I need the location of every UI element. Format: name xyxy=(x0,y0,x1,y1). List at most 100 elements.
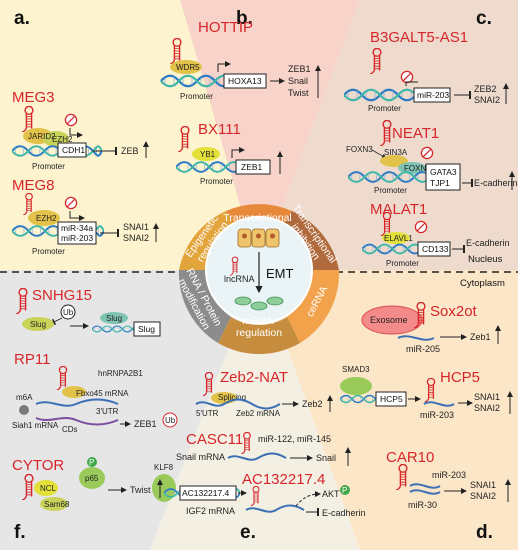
meg8-ezh2-protein xyxy=(28,210,60,226)
ncl-protein xyxy=(34,480,58,496)
mir205-label: miR-205 xyxy=(406,344,440,354)
malat1-promoter-label: Promoter xyxy=(386,259,419,268)
meg8-ezh2-label: EZH2 xyxy=(36,214,57,223)
ub-inhibit xyxy=(51,317,63,326)
ac132217-ecadherin: E-cadherin xyxy=(322,508,366,518)
akt-phospho-label: P xyxy=(342,486,347,495)
cdh1-box xyxy=(57,142,87,158)
cds-label: CDs xyxy=(62,425,78,434)
panel-f-snhg15: SNHG15 Slug Ub Slug Slug xyxy=(16,287,161,337)
mir-box xyxy=(57,221,97,245)
slug-tf-label: Slug xyxy=(106,314,122,323)
slug-protein xyxy=(22,317,54,331)
wdr5-protein xyxy=(170,60,202,74)
mir205-strand xyxy=(397,335,435,341)
meg3-promoter-label: Promoter xyxy=(32,162,65,171)
p65-phospho-icon xyxy=(87,457,97,467)
rp11-ub-label: Ub xyxy=(165,416,176,425)
yb1-label: YB1 xyxy=(200,150,216,159)
smad3-protein xyxy=(340,377,372,395)
panel-f-rp11: RP11 hnRNPA2B1 m6A Fbxo45 mRNA 3'UTR Sia… xyxy=(12,351,178,434)
rp11-ub-icon xyxy=(162,412,178,428)
sam68-label: Sam68 xyxy=(44,500,70,509)
panel-label-a: a. xyxy=(14,8,30,29)
akt-phospho-icon xyxy=(340,485,350,495)
zeb-label: ZEB xyxy=(121,146,139,156)
foxn3-protein xyxy=(398,162,426,174)
hcp5-mir203-label: miR-203 xyxy=(420,410,454,420)
casc11-mirnas-label: miR-122, miR-145 xyxy=(258,434,331,444)
panel-b-hottip: HOTTIP WDR5 HOXA13 ZEB1 Snail Twist Prom… xyxy=(159,19,321,101)
snail-mrna-strand xyxy=(227,452,287,461)
panel-label-b: b. xyxy=(236,8,253,29)
fbxo45-mrna-strand xyxy=(35,398,119,407)
ncl-label: NCL xyxy=(40,484,57,493)
siah1-mrna-strand xyxy=(35,417,119,426)
b3galt5-block-icon xyxy=(400,70,414,84)
segment-cerna xyxy=(287,270,340,343)
hcp5-name: HCP5 xyxy=(440,369,480,386)
cdh1-label: CDH1 xyxy=(62,145,85,155)
hottip-promoter-arrow xyxy=(217,61,231,72)
klf8-label: KLF8 xyxy=(154,463,174,472)
car10-name: CAR10 xyxy=(386,449,434,466)
label-mrna-regulation: mRNA regulation xyxy=(236,315,282,339)
panel-c-b3galt5: B3GALT5-AS1 miR-203 ZEB2 SNAI2 Promoter xyxy=(344,29,509,113)
gata3-label: GATA3 xyxy=(430,167,457,177)
bx111-name: BX111 xyxy=(198,121,241,138)
akt-dashed-arrow xyxy=(295,491,321,507)
ub-icon xyxy=(60,304,76,320)
panel-c-neat1: NEAT1 FOXN3 SIN3A FOXN3 GATA3 TJP1 E-cad… xyxy=(346,120,518,195)
bx111-promoter-label: Promoter xyxy=(200,177,233,186)
zeb1-box xyxy=(235,159,271,175)
hcp5-snai2: SNAI2 xyxy=(474,403,500,413)
ezh2-label: EZH2 xyxy=(52,135,73,144)
zeb2-mrna-strand xyxy=(195,398,281,410)
panel-c-background xyxy=(259,0,518,270)
panel-d-car10: CAR10 miR-203 miR-30 SNAI1 SNAI2 xyxy=(386,449,511,510)
panel-d-hcp5: SMAD3 HCP5 HCP5 miR-203 SNAI1 SNAI2 xyxy=(340,365,513,420)
elavl1-label: ELAVL1 xyxy=(384,234,413,243)
klf8-protein xyxy=(152,474,176,502)
center-ring: Transcriptional activation Transcription… xyxy=(175,202,340,354)
meg8-name: MEG8 xyxy=(12,177,55,194)
utr5-label: 5'UTR xyxy=(196,409,219,418)
slug-gene-label: Slug xyxy=(138,324,155,334)
cytor-twist: Twist xyxy=(130,485,151,495)
segment-rna-protein-modification xyxy=(178,270,231,343)
m6a-label: m6A xyxy=(16,393,33,402)
rp11-zeb1: ZEB1 xyxy=(134,419,157,429)
panel-label-d: d. xyxy=(476,522,493,543)
panel-label-c: c. xyxy=(476,8,492,29)
slug-protein-label: Slug xyxy=(30,320,46,329)
neat1-block-icon xyxy=(420,146,434,160)
meg3-name: MEG3 xyxy=(12,89,55,106)
hcp5-snai1: SNAI1 xyxy=(474,392,500,402)
hnrnpa2b1-label: hnRNPA2B1 xyxy=(98,369,143,378)
malat1-block-icon xyxy=(414,220,428,234)
zeb2nat-name: Zeb2-NAT xyxy=(220,369,288,386)
b3galt5-promoter-label: Promoter xyxy=(368,104,401,113)
b3galt5-mir203-label: miR-203 xyxy=(417,90,449,100)
car10-snai1: SNAI1 xyxy=(470,480,496,490)
foxn3-arrow xyxy=(371,149,387,159)
splicing-label: Splicing xyxy=(218,393,246,402)
foxn3-protein-label: FOXN3 xyxy=(404,164,431,173)
siah1-mrna-label: Siah1 mRNA xyxy=(12,421,59,430)
snai1-label: SNAI1 xyxy=(123,222,149,232)
panel-a-meg3: MEG3 JARID2 EZH2 CDH1 ZEB Promoter xyxy=(12,89,149,171)
snhg15-name: SNHG15 xyxy=(32,287,92,304)
hcp5-box-label: HCP5 xyxy=(380,394,403,404)
neat1-ecadherin: E-cadherin xyxy=(474,178,518,188)
ac132217-box-label: AC132217.4 xyxy=(182,488,230,498)
mir-34a-label: miR-34a xyxy=(61,223,93,233)
hottip-twist: Twist xyxy=(288,88,309,98)
b3galt5-promoter-arrow xyxy=(405,81,418,86)
hcp5-box xyxy=(375,391,407,407)
gata3-tjp1-box xyxy=(425,163,461,191)
hoxa13-box xyxy=(223,73,267,89)
car10-mir30-strand xyxy=(409,489,441,495)
p65-protein xyxy=(79,467,105,489)
ac132217-box xyxy=(179,485,237,501)
